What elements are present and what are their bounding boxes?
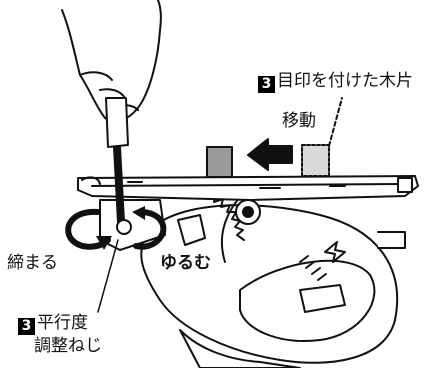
depth-knob [377,231,406,249]
base-plate-inner [91,183,406,187]
wood-piece-moved [206,146,233,178]
base-plate-rear [397,177,413,193]
step-badge: 3 [18,318,35,335]
wood-piece-original [301,144,330,177]
move-arrow [247,138,293,171]
base-plate-slot [127,181,346,189]
move-label: 移動 [282,111,316,131]
tighten-arrow [65,208,111,250]
marked-wood-text: 目印を付けた木片 [277,71,413,91]
adjustment-screw [116,219,132,235]
handle-vent-lines [299,255,327,281]
wood-pointer-line [328,97,343,147]
step-badge: 3 [258,76,275,93]
loosen-label: ゆるむ [160,253,211,273]
screw-leader-line [97,239,119,313]
screwdriver-handle [105,97,129,148]
handle-grip-slot [299,284,346,313]
base-plate [77,175,419,201]
tighten-label: 締まる [7,253,58,273]
screw-label-line2: 調整ねじ [34,336,102,356]
handle-arrow [324,241,346,263]
screw-label-text1: 平行度 [37,313,88,333]
base-plate-front [81,176,101,185]
front-tab [177,214,206,246]
lower-guard [179,329,301,368]
loosen-arrow [133,209,167,250]
